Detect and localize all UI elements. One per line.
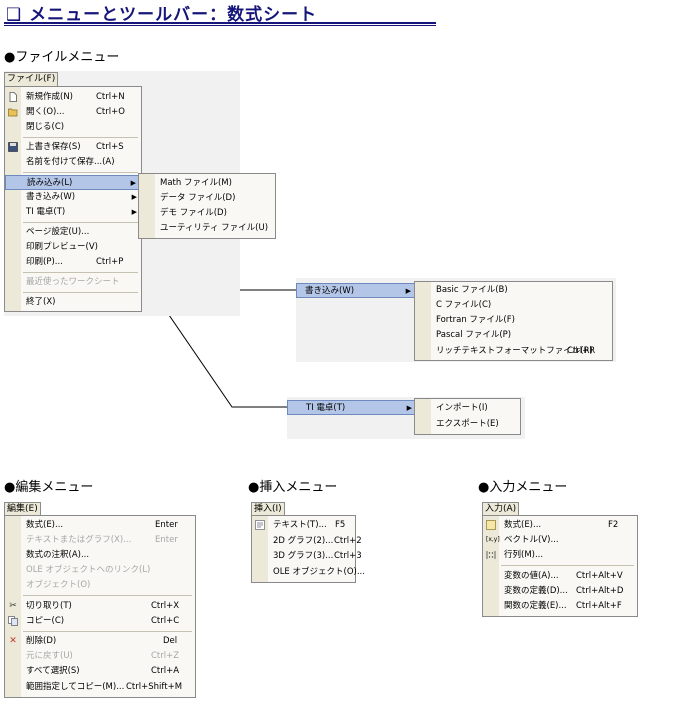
menu-item-save-as[interactable]: 名前を付けて保存...(A)	[26, 157, 115, 167]
edit-item-ole-link: OLE オブジェクトへのリンク(L)	[26, 565, 151, 575]
input-item-function-definition[interactable]: 関数の定義(E)... Ctrl+Alt+F	[504, 601, 622, 611]
insert-item-3d-graph[interactable]: 3D グラフ(3)... Ctrl+3	[273, 551, 362, 561]
edit-item-select-all[interactable]: すべて選択(S) Ctrl+A	[26, 666, 180, 676]
menu-item-recent-worksheets: 最近使ったワークシート	[26, 277, 120, 287]
new-document-icon	[8, 92, 18, 102]
menu-item-exit[interactable]: 終了(X)	[26, 297, 56, 307]
edit-menu: 数式(E)... Enter テキストまたはグラフ(X)... Enter 数式…	[4, 515, 196, 698]
submenu-arrow-icon: ▶	[131, 193, 137, 201]
submenu-arrow-icon: ▶	[130, 179, 136, 187]
load-item-math-file[interactable]: Math ファイル(M)	[160, 178, 232, 188]
input-item-variable-definition[interactable]: 変数の定義(D)... Ctrl+Alt+D	[504, 586, 624, 596]
formula-icon	[486, 520, 496, 530]
matrix-icon	[486, 550, 496, 560]
ti-item-import[interactable]: インポート(I)	[436, 403, 488, 413]
load-item-data-file[interactable]: データ ファイル(D)	[160, 193, 236, 203]
edit-item-copy[interactable]: コピー(C) Ctrl+C	[5, 614, 195, 629]
edit-item-text-or-graph: テキストまたはグラフ(X)... Enter	[26, 535, 178, 545]
file-menu-heading: ●ファイルメニュー	[4, 50, 120, 65]
title-underline	[4, 22, 436, 24]
write-item-c[interactable]: C ファイル(C)	[436, 300, 492, 310]
insert-menu: テキスト(T)... F5 2D グラフ(2)... Ctrl+2 3D グラフ…	[251, 515, 365, 583]
input-item-variable-value[interactable]: 変数の値(A)... Ctrl+Alt+V	[504, 571, 623, 581]
edit-menu-heading: ●編集メニュー	[4, 480, 94, 495]
title-underline-thin	[4, 25, 436, 26]
vector-icon: [x,y]	[486, 536, 500, 543]
insert-menu-heading: ●挿入メニュー	[248, 480, 338, 495]
submenu-arrow-icon: ▶	[405, 287, 411, 295]
edit-item-annotation[interactable]: 数式の注釈(A)...	[26, 550, 90, 560]
input-menu: 数式(E)... F2 [x,y] ベクトル(V)... 行列(M)... 変数…	[482, 515, 638, 617]
ti-item-export[interactable]: エクスポート(E)	[436, 419, 499, 429]
edit-item-range-copy[interactable]: 範囲指定してコピー(M)... Ctrl+Shift+M	[26, 682, 183, 692]
open-folder-icon	[8, 107, 18, 117]
menu-item-print[interactable]: 印刷(P)... Ctrl+P	[26, 257, 124, 267]
menu-item-ti-calculator[interactable]: TI 電卓(T) ▶	[5, 205, 141, 220]
text-icon	[255, 520, 265, 530]
load-submenu: Math ファイル(M) データ ファイル(D) デモ ファイル(D) ユーティ…	[138, 173, 276, 239]
insert-item-ole-object[interactable]: OLE オブジェクト(O)...	[273, 567, 365, 577]
write-menu-item-highlight[interactable]: 書き込み(W) ▶	[296, 283, 416, 298]
menu-item-open[interactable]: 開く(O)... Ctrl+O	[5, 105, 141, 120]
edit-item-undo: 元に戻す(U) Ctrl+Z	[26, 651, 180, 661]
write-item-pascal[interactable]: Pascal ファイル(P)	[436, 330, 512, 340]
submenu-arrow-icon: ▶	[406, 404, 412, 412]
ti-menu-item-highlight[interactable]: TI 電卓(T) ▶	[287, 400, 417, 415]
submenu-arrow-icon: ▶	[131, 208, 137, 216]
edit-item-object: オブジェクト(O)	[26, 580, 91, 590]
ti-submenu: インポート(I) エクスポート(E)	[414, 398, 521, 435]
input-item-vector[interactable]: [x,y] ベクトル(V)...	[486, 535, 559, 545]
menu-item-write[interactable]: 書き込み(W) ▶	[5, 190, 141, 205]
edit-item-delete[interactable]: ✕ 削除(D) Del	[9, 636, 178, 646]
write-item-fortran[interactable]: Fortran ファイル(F)	[436, 315, 515, 325]
delete-x-icon: ✕	[9, 636, 17, 646]
input-menu-heading: ●入力メニュー	[478, 480, 568, 495]
menu-item-save[interactable]: 上書き保存(S) Ctrl+S	[5, 140, 141, 155]
page-title: ❑ メニューとツールバー：数式シート	[6, 5, 318, 25]
edit-item-cut[interactable]: ✂ 切り取り(T) Ctrl+X	[9, 601, 180, 611]
menu-item-new[interactable]: 新規作成(N) Ctrl+N	[5, 90, 141, 105]
load-item-utility-file[interactable]: ユーティリティ ファイル(U)	[160, 223, 269, 233]
write-item-basic[interactable]: Basic ファイル(B)	[436, 285, 508, 295]
input-item-matrix[interactable]: 行列(M)...	[483, 548, 637, 563]
insert-item-2d-graph[interactable]: 2D グラフ(2)... Ctrl+2	[273, 536, 362, 546]
scissors-icon: ✂	[9, 601, 17, 611]
edit-item-formula[interactable]: 数式(E)... Enter	[26, 520, 178, 530]
write-item-rtf[interactable]: リッチテキストフォーマットファイル(R) Ctrl+R	[436, 346, 596, 356]
load-item-demo-file[interactable]: デモ ファイル(D)	[160, 208, 227, 218]
file-menu: 新規作成(N) Ctrl+N 開く(O)... Ctrl+O 閉じる(C) 上書…	[4, 86, 142, 312]
insert-item-text[interactable]: テキスト(T)... F5	[252, 518, 355, 533]
menu-item-page-setup[interactable]: ページ設定(U)...	[26, 227, 90, 237]
input-item-formula[interactable]: 数式(E)... F2	[483, 518, 637, 533]
menu-item-print-preview[interactable]: 印刷プレビュー(V)	[26, 242, 98, 252]
write-submenu: Basic ファイル(B) C ファイル(C) Fortran ファイル(F) …	[414, 281, 613, 361]
save-disk-icon	[8, 142, 18, 152]
menu-item-close[interactable]: 閉じる(C)	[26, 122, 65, 132]
menu-item-load[interactable]: 読み込み(L) ▶	[5, 175, 141, 190]
file-menubar-button[interactable]: ファイル(F)	[4, 72, 59, 87]
copy-icon	[8, 616, 18, 626]
